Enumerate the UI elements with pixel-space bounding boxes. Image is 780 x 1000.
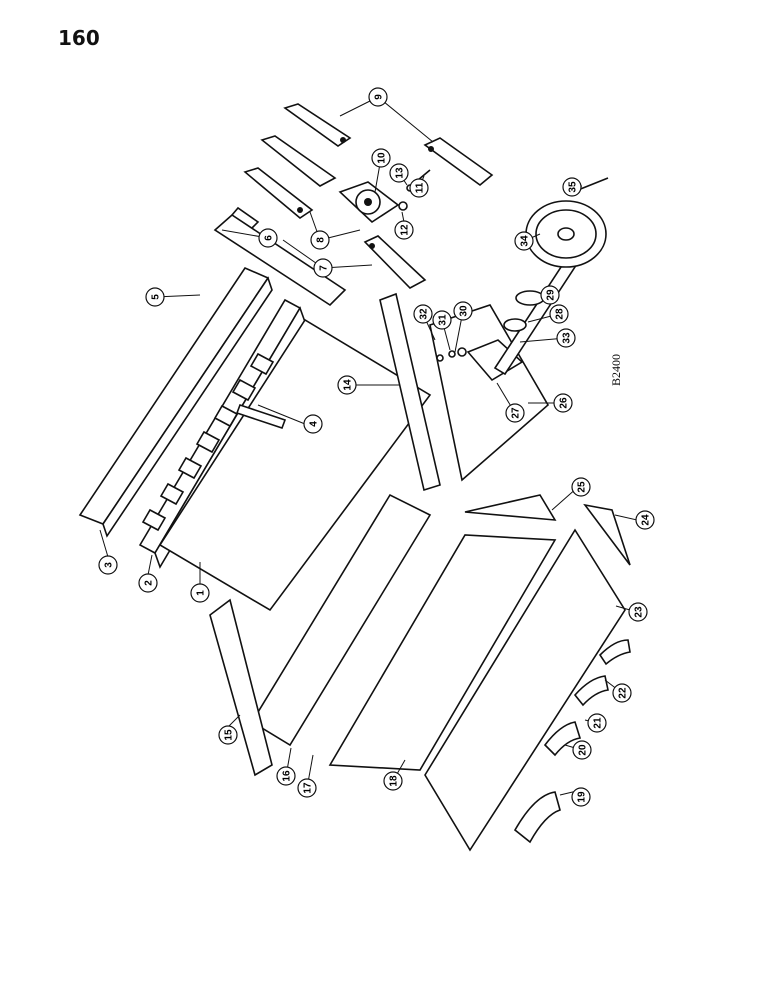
svg-text:11: 11	[415, 182, 426, 193]
part-28-collar	[503, 318, 527, 332]
callout-2: 2	[138, 573, 158, 593]
callout-32: 32	[413, 304, 433, 324]
svg-text:13: 13	[395, 167, 406, 179]
svg-text:19: 19	[577, 791, 588, 803]
svg-text:10: 10	[377, 152, 388, 164]
svg-text:35: 35	[568, 181, 579, 193]
callout-7: 7	[313, 258, 333, 278]
callout-1: 1	[190, 583, 210, 603]
svg-text:34: 34	[520, 235, 531, 247]
callout-3: 3	[98, 555, 118, 575]
part-23-bottom-tray	[424, 528, 626, 852]
svg-text:15: 15	[224, 729, 235, 741]
svg-text:4: 4	[309, 421, 320, 427]
callout-34: 34	[514, 231, 534, 251]
callout-28: 28	[549, 304, 569, 324]
callout-35: 35	[562, 177, 582, 197]
part-35-key	[577, 177, 609, 191]
callout-4: 4	[303, 414, 323, 434]
part-11-bolt	[417, 169, 431, 181]
callout-21: 21	[587, 713, 607, 733]
part-skid-shoes	[513, 639, 631, 844]
callout-20: 20	[572, 740, 592, 760]
svg-text:26: 26	[559, 397, 570, 409]
figure-code: B2400	[609, 354, 623, 386]
part-hardware	[436, 347, 467, 362]
part-6-plate	[213, 213, 347, 307]
callout-14: 14	[337, 375, 357, 395]
callouts: 1 2 3 4 5 6 7 8	[98, 87, 655, 807]
svg-text:31: 31	[438, 314, 449, 326]
callout-23: 23	[628, 602, 648, 622]
callout-22: 22	[612, 683, 632, 703]
svg-text:16: 16	[282, 770, 293, 782]
svg-text:28: 28	[555, 308, 566, 320]
svg-text:22: 22	[618, 687, 629, 699]
part-1-main-sheet	[158, 318, 432, 612]
callout-6: 6	[258, 228, 278, 248]
callout-29: 29	[540, 285, 560, 305]
part-25-gusset	[464, 494, 557, 521]
part-14-angle-rail	[379, 292, 441, 492]
svg-text:32: 32	[419, 308, 430, 320]
callout-26: 26	[553, 393, 573, 413]
callout-10: 10	[371, 148, 391, 168]
svg-text:14: 14	[343, 379, 354, 391]
part-12-nut	[398, 201, 408, 211]
svg-text:17: 17	[303, 782, 314, 794]
callout-17: 17	[297, 778, 317, 798]
svg-text:24: 24	[641, 514, 652, 526]
callout-11: 11	[409, 178, 429, 198]
callout-12: 12	[394, 220, 414, 240]
svg-text:23: 23	[634, 606, 645, 618]
part-4-small-bracket	[235, 403, 287, 430]
part-6-rod	[231, 206, 260, 229]
part-drawings	[78, 103, 631, 852]
svg-text:30: 30	[459, 305, 470, 317]
svg-text:12: 12	[400, 224, 411, 236]
callout-25: 25	[571, 477, 591, 497]
part-34-pulley	[525, 200, 607, 268]
callout-13: 13	[389, 163, 409, 183]
svg-text:7: 7	[319, 265, 330, 271]
callout-30: 30	[453, 301, 473, 321]
part-5-top-channel	[78, 266, 273, 538]
svg-text:5: 5	[151, 294, 162, 300]
svg-text:25: 25	[577, 481, 588, 493]
svg-text:20: 20	[578, 744, 589, 756]
part-16-middle-channel	[250, 493, 432, 747]
page-number: 160	[58, 26, 100, 50]
svg-text:33: 33	[562, 332, 573, 344]
callout-18: 18	[383, 771, 403, 791]
svg-text:27: 27	[511, 407, 522, 419]
callout-24: 24	[635, 510, 655, 530]
svg-text:18: 18	[389, 775, 400, 787]
part-24-gusset	[583, 503, 631, 566]
callout-15: 15	[218, 725, 238, 745]
callout-33: 33	[556, 328, 576, 348]
callout-16: 16	[276, 766, 296, 786]
part-15-edge-piece	[209, 598, 273, 777]
svg-text:1: 1	[196, 590, 207, 596]
svg-text:8: 8	[316, 237, 327, 243]
svg-text:9: 9	[374, 94, 385, 100]
callout-5: 5	[145, 287, 165, 307]
callout-27: 27	[505, 403, 525, 423]
callout-9: 9	[368, 87, 388, 107]
svg-text:6: 6	[264, 235, 275, 241]
callout-19: 19	[571, 787, 591, 807]
part-18-frame	[328, 534, 557, 771]
callout-8: 8	[310, 230, 330, 250]
svg-text:29: 29	[546, 289, 557, 301]
part-blades	[243, 103, 494, 289]
svg-text:21: 21	[593, 717, 604, 729]
svg-text:3: 3	[104, 562, 115, 568]
svg-text:2: 2	[144, 580, 155, 586]
part-10-hub	[338, 181, 400, 224]
callout-31: 31	[432, 310, 452, 330]
part-29-collar	[515, 290, 545, 306]
